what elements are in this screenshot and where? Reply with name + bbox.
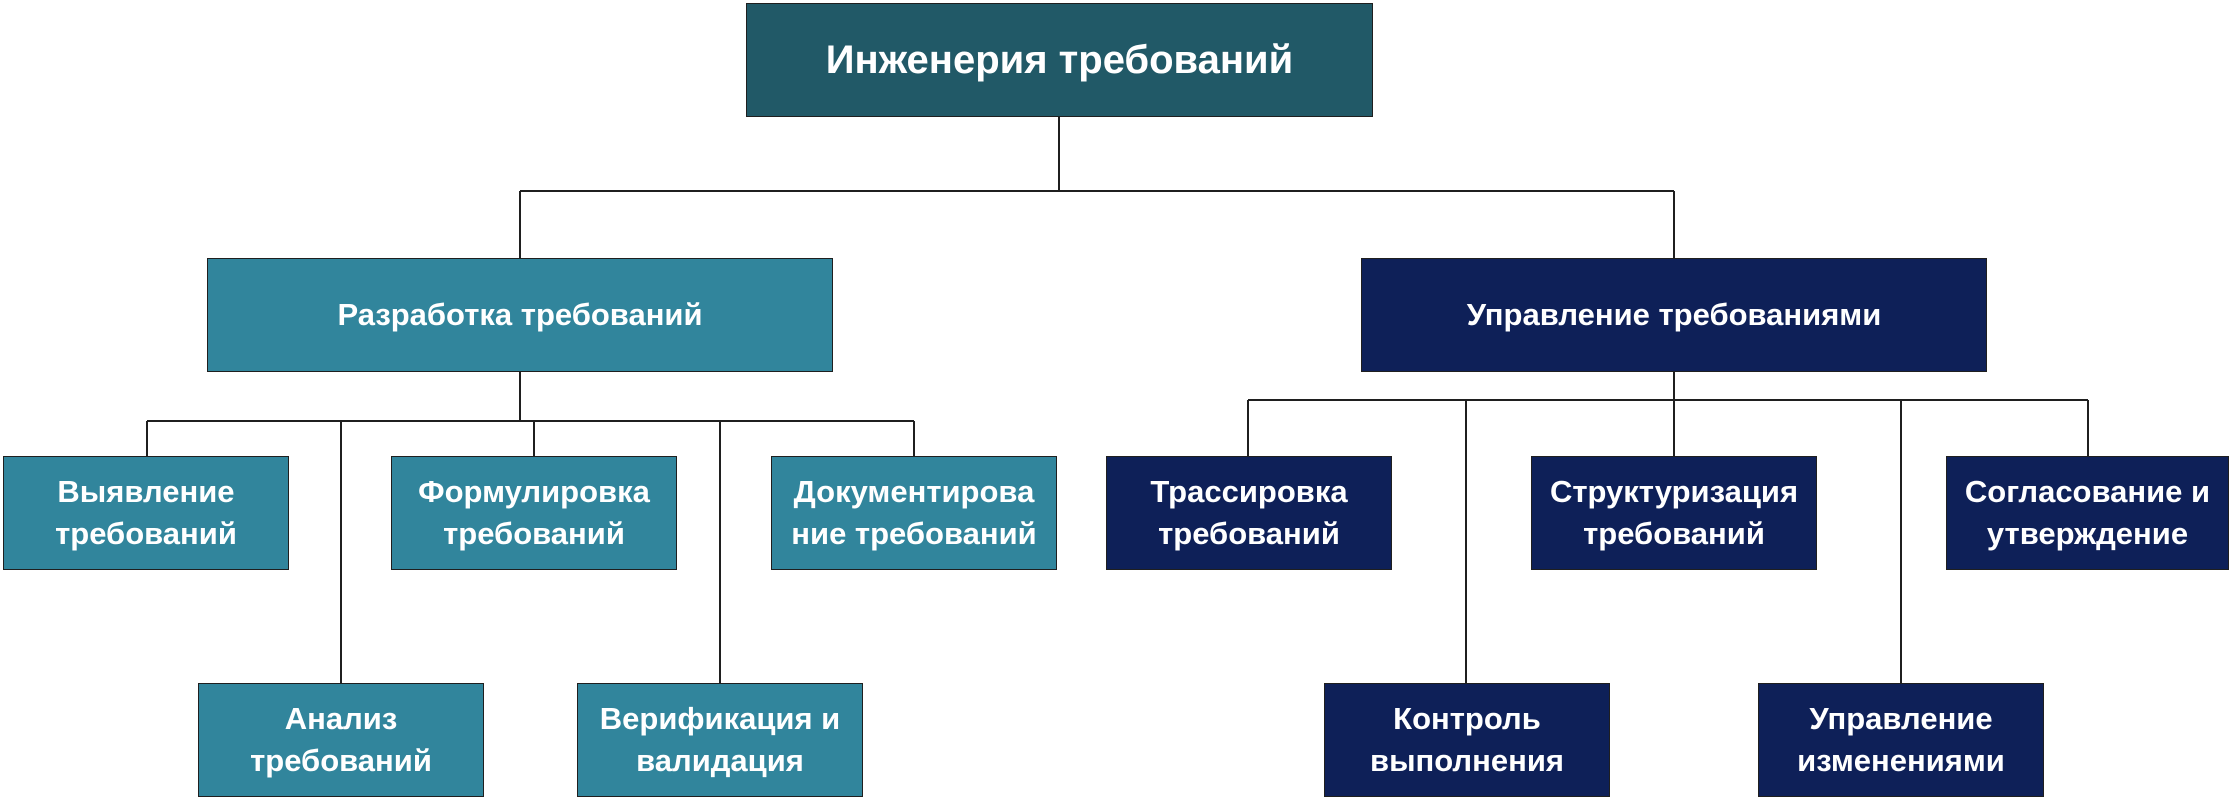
approval-node-label: Согласование и утверждение: [1964, 474, 2211, 551]
elicitation-node: Выявление требований: [3, 456, 289, 570]
structuring-node-label: Структуризация требований: [1549, 474, 1799, 551]
tracing-node-label: Трассировка требований: [1150, 474, 1348, 551]
execution-control-node-label: Контроль выполнения: [1370, 701, 1564, 778]
verification-validation-node: Верификация и валидация: [577, 683, 863, 797]
development-node: Разработка требований: [207, 258, 833, 372]
connector-management-branch: [1247, 372, 2089, 683]
execution-control-node: Контроль выполнения: [1324, 683, 1610, 797]
verification-validation-node-label: Верификация и валидация: [599, 701, 841, 778]
structuring-node: Структуризация требований: [1531, 456, 1817, 570]
root-node: Инженерия требований: [746, 3, 1373, 117]
root-node-label: Инженерия требований: [825, 38, 1294, 82]
documentation-node: Документирова ние требований: [771, 456, 1057, 570]
elicitation-node-label: Выявление требований: [55, 474, 237, 551]
specification-node: Формулировка требований: [391, 456, 677, 570]
connector-root-to-children: [519, 117, 1675, 258]
change-management-node: Управление изменениями: [1758, 683, 2044, 797]
connector-development-branch: [146, 372, 915, 683]
documentation-node-label: Документирова ние требований: [791, 474, 1037, 551]
change-management-node-label: Управление изменениями: [1797, 701, 2005, 778]
analysis-node-label: Анализ требований: [250, 701, 432, 778]
specification-node-label: Формулировка требований: [418, 474, 650, 551]
management-node-label: Управление требованиями: [1466, 297, 1882, 333]
management-node: Управление требованиями: [1361, 258, 1987, 372]
approval-node: Согласование и утверждение: [1946, 456, 2229, 570]
analysis-node: Анализ требований: [198, 683, 484, 797]
development-node-label: Разработка требований: [337, 297, 703, 333]
tracing-node: Трассировка требований: [1106, 456, 1392, 570]
